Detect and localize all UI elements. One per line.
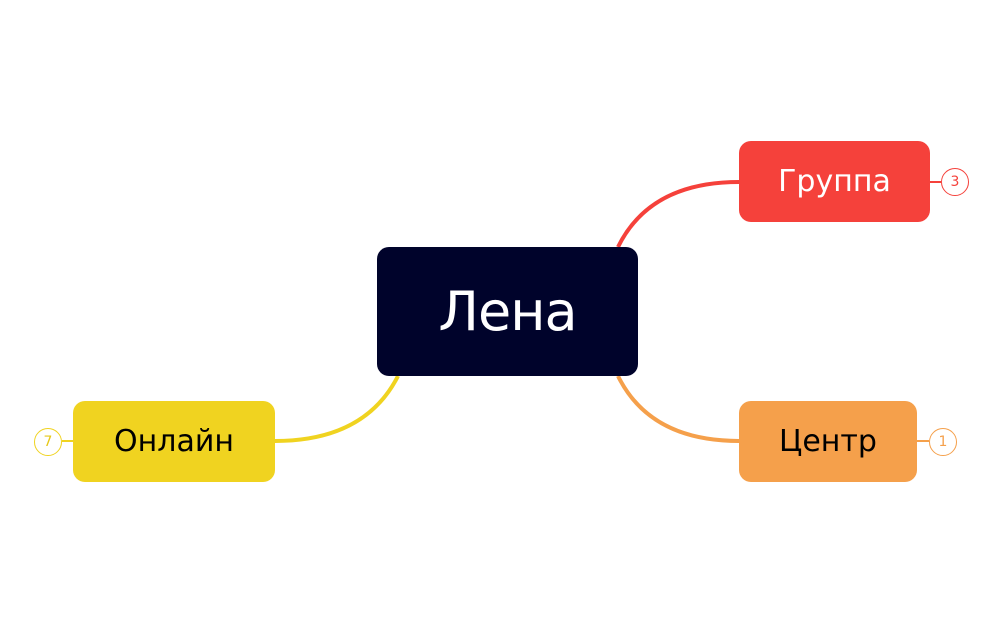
branch-label-online: Онлайн [114, 424, 234, 459]
branch-node-group[interactable]: Группа [739, 141, 930, 222]
connector-online [274, 375, 400, 443]
branch-node-online[interactable]: Онлайн [73, 401, 275, 482]
collapsed-count-badge-group[interactable]: 3 [941, 168, 969, 196]
branch-label-center-office: Центр [779, 424, 877, 459]
collapsed-count-badge-online[interactable]: 7 [34, 428, 62, 456]
connector-group [616, 180, 740, 248]
badge-count-center-office: 1 [938, 434, 948, 450]
collapsed-count-badge-center-office[interactable]: 1 [929, 428, 957, 456]
central-topic-node[interactable]: Лена [377, 247, 638, 376]
badge-count-online: 7 [43, 434, 53, 450]
connector-center-office [616, 375, 740, 443]
central-topic-label: Лена [438, 280, 577, 343]
branch-label-group: Группа [778, 164, 891, 199]
branch-node-center-office[interactable]: Центр [739, 401, 917, 482]
badge-count-group: 3 [950, 174, 960, 190]
